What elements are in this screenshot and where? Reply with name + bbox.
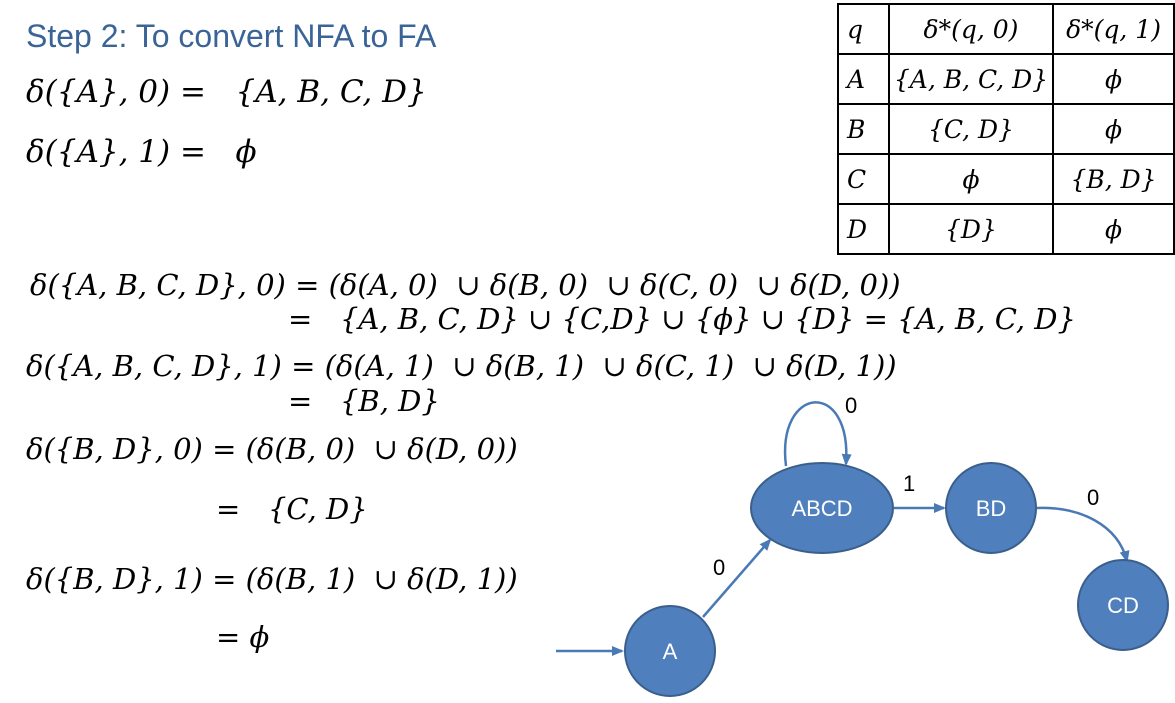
table-cell: B [837,103,890,155]
table-cell: ϕ [1052,103,1175,155]
equation-abcd1: δ({A, B, C, D}, 1) = (δ(A, 1) ∪ δ(B, 1) … [26,349,897,383]
edge-bd-cd [1035,506,1130,563]
equation-abcd0: δ({A, B, C, D}, 0) = (δ(A, 0) ∪ δ(B, 0) … [30,268,901,302]
edge-label-abcd-bd: 1 [903,471,915,496]
table-row: B {C, D} ϕ [837,103,1175,155]
state-label-cd: CD [1107,593,1139,618]
state-node-a: A [624,605,716,697]
equation-bd0-result: = {C, D} [216,492,368,526]
table-cell: {C, D} [887,103,1055,155]
table-header-cell: δ*(q, 1) [1052,3,1175,55]
table-cell: D [837,203,890,255]
equation-abcd1-result: = {B, D} [288,384,440,418]
table-cell: A [837,53,890,105]
edge-a-abcd [702,538,772,618]
equation-abcd0-result: = {A, B, C, D} ∪ {C,D} ∪ {ϕ} ∪ {D} = {A,… [288,302,1076,336]
equation-bd1-result: = ϕ [216,620,270,654]
state-label-a: A [663,639,678,664]
slide-title: Step 2: To convert NFA to FA [26,18,437,54]
table-header-cell: q [837,3,890,55]
table-cell: ϕ [887,153,1055,205]
table-row: C ϕ {B, D} [837,153,1175,205]
table-cell: {A, B, C, D} [887,53,1055,105]
equation-a1: δ({A}, 1) = ϕ [26,134,257,170]
state-node-cd: CD [1077,559,1169,651]
state-node-bd: BD [945,462,1037,554]
edge-abcd-loop [783,401,852,467]
equation-bd0: δ({B, D}, 0) = (δ(B, 0) ∪ δ(D, 0)) [26,432,518,466]
edge-label-bd-cd: 0 [1087,485,1099,510]
table-row: A {A, B, C, D} ϕ [837,53,1175,105]
edge-label-abcd-loop: 0 [845,393,857,418]
table-cell: C [837,153,890,205]
table-row: D {D} ϕ [837,203,1175,255]
table-cell: {B, D} [1052,153,1175,205]
state-label-bd: BD [976,496,1007,521]
table-cell: ϕ [1052,53,1175,105]
equation-a0: δ({A}, 0) = {A, B, C, D} [26,74,427,110]
equation-bd1: δ({B, D}, 1) = (δ(B, 1) ∪ δ(D, 1)) [26,562,518,596]
table-cell: {D} [887,203,1055,255]
transition-table: q δ*(q, 0) δ*(q, 1) A {A, B, C, D} ϕ B {… [837,3,1175,255]
edge-label-a-abcd: 0 [713,555,725,580]
table-header-cell: δ*(q, 0) [887,3,1055,55]
table-cell: ϕ [1052,203,1175,255]
table-header-row: q δ*(q, 0) δ*(q, 1) [837,3,1175,55]
state-label-abcd: ABCD [791,496,852,521]
state-node-abcd: ABCD [750,462,894,554]
